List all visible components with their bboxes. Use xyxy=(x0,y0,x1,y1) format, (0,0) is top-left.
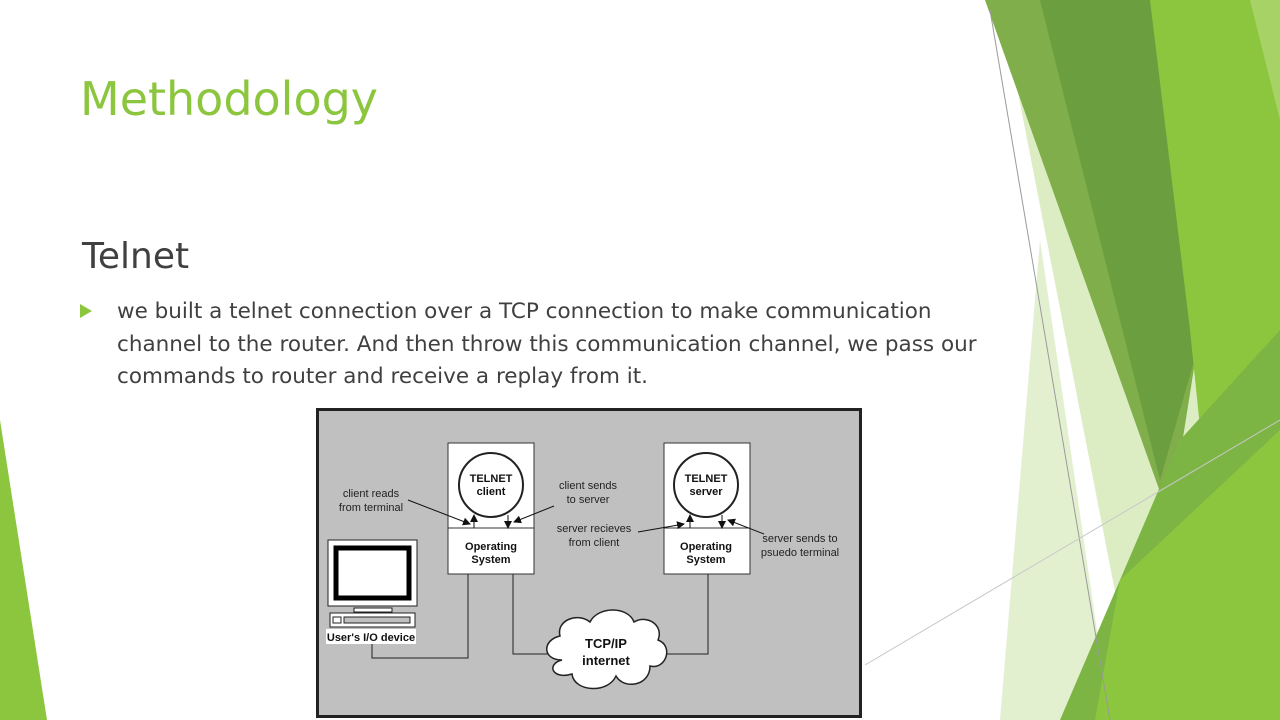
telnet-client-circle xyxy=(458,452,524,518)
terminal-to-client-line xyxy=(371,574,469,659)
telnet-server-label-1: TELNET xyxy=(685,473,728,485)
cloud-label-2: internet xyxy=(582,653,630,668)
client-reads-pointer xyxy=(407,499,471,526)
client-sends-pointer xyxy=(513,505,555,524)
telnet-server-label-2: server xyxy=(689,486,723,498)
bullet-arrow-icon xyxy=(80,304,92,318)
server-sends-pointer xyxy=(727,518,765,535)
deco-line-2 xyxy=(864,419,1280,666)
client-sends-label-1: client sends xyxy=(559,480,618,492)
right-light-shape xyxy=(1250,0,1280,120)
bottom-bright-shape xyxy=(1095,430,1280,720)
server-sends-label-2: psuedo terminal xyxy=(761,547,839,559)
server-os-label-2: System xyxy=(686,554,725,566)
io-device-label: User's I/O device xyxy=(327,632,415,644)
cloud-label-1: TCP/IP xyxy=(585,636,627,651)
server-receives-label-2: from client xyxy=(569,537,620,549)
terminal-icon xyxy=(327,539,418,628)
server-receives-pointer xyxy=(637,521,685,533)
client-os-label-1: Operating xyxy=(465,541,517,553)
server-os-label-1: Operating xyxy=(680,541,732,553)
server-receives-label-1: server recieves xyxy=(557,523,632,535)
slide-subtitle: Telnet xyxy=(82,236,190,277)
bullet-text: we built a telnet connection over a TCP … xyxy=(117,299,977,389)
telnet-client-label-1: TELNET xyxy=(470,473,513,485)
client-os-label-2: System xyxy=(471,554,510,566)
telnet-diagram: TELNET client Operating System TELNET se… xyxy=(316,408,862,718)
client-reads-label-2: from terminal xyxy=(339,502,403,514)
telnet-server-circle xyxy=(673,452,739,518)
left-green-shape xyxy=(0,420,47,720)
client-to-internet-line xyxy=(512,574,550,655)
telnet-client-label-2: client xyxy=(477,486,506,498)
bottom-light-shape xyxy=(1000,240,1110,720)
tcp-ip-cloud-icon xyxy=(546,609,668,690)
internet-to-server-line xyxy=(658,574,709,655)
client-reads-label-1: client reads xyxy=(343,488,400,500)
deco-line-1 xyxy=(989,9,1111,720)
slide-title: Methodology xyxy=(80,72,379,126)
client-sends-label-2: to server xyxy=(567,494,610,506)
io-device-label-box xyxy=(326,629,416,644)
server-sends-label-1: server sends to xyxy=(762,533,837,545)
